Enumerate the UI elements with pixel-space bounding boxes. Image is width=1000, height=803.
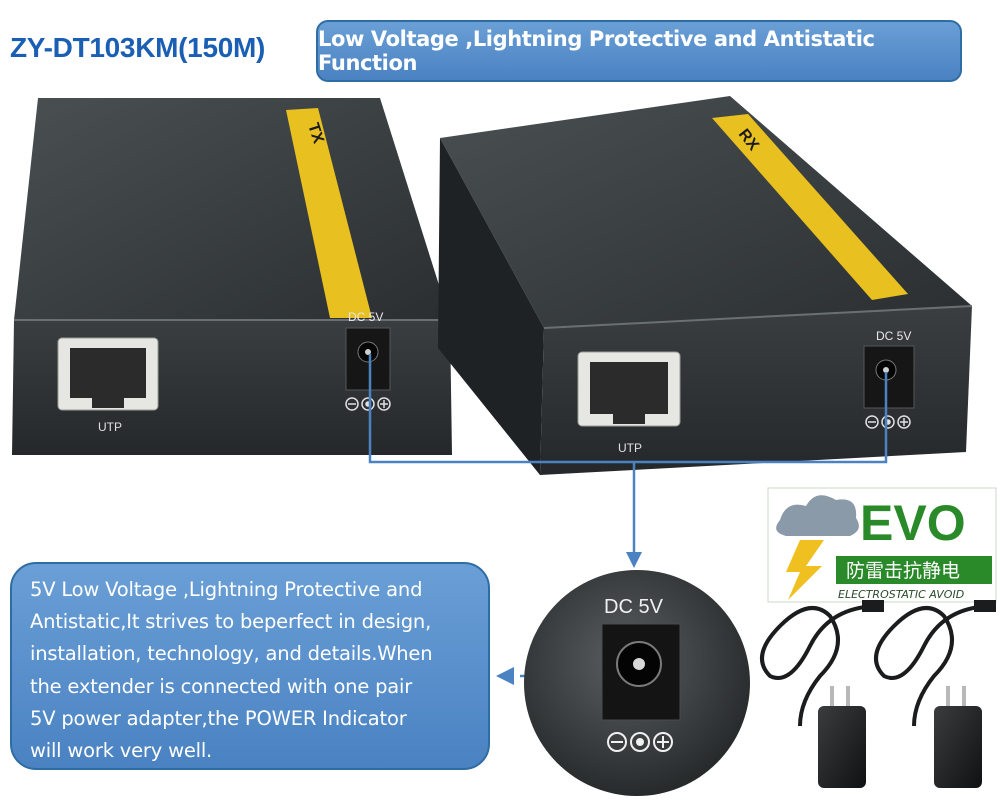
power-adapter-right <box>874 600 996 788</box>
description-line: 5V power adapter,the POWER Indicator <box>30 706 407 730</box>
feature-headline-text: Low Voltage ,Lightning Protective and An… <box>318 27 875 75</box>
description-line: the extender is connected with one pair <box>30 674 413 698</box>
evo-en-text: ELECTROSTATIC AVOID <box>838 588 964 601</box>
description-line: Antistatic,It strives to beperfect in de… <box>30 610 432 634</box>
tx-label-strip <box>286 108 372 318</box>
rx-extender-device: RX UTP DC 5V <box>438 96 973 475</box>
evo-cn-text: 防雷击抗静电 <box>846 560 960 582</box>
evo-badge: EVO 防雷击抗静电 ELECTROSTATIC AVOID <box>767 487 997 603</box>
description-line: will work very well. <box>30 739 213 763</box>
power-adapter-left <box>760 600 884 788</box>
tx-dc-label: DC 5V <box>348 310 383 324</box>
storm-cloud-icon <box>776 495 859 536</box>
tx-extender-device: TX UTP DC 5V <box>12 98 452 455</box>
evo-brand: EVO <box>860 495 966 551</box>
dc-jack-zoom: DC 5V <box>524 570 750 796</box>
zoom-polarity-icon <box>607 732 673 752</box>
lightning-bolt-icon <box>786 540 824 600</box>
model-title: ZY-DT103KM(150M) <box>10 32 266 63</box>
arrow-down-icon <box>626 552 642 568</box>
tx-utp-label: UTP <box>98 420 122 434</box>
rx-label-strip <box>712 114 908 300</box>
description-line: 5V Low Voltage ,Lightning Protective and <box>30 578 423 601</box>
feature-headline-banner: Low Voltage ,Lightning Protective and An… <box>316 20 962 82</box>
rx-utp-label: UTP <box>618 441 642 455</box>
tx-tag: TX <box>304 121 327 146</box>
arrow-left-icon <box>496 667 514 685</box>
description-line: installation, technology, and details.Wh… <box>30 642 433 666</box>
zoom-dc-label: DC 5V <box>604 596 664 618</box>
rx-polarity-icon <box>865 415 911 429</box>
description-callout: 5V Low Voltage ,Lightning Protective and… <box>10 562 490 770</box>
rx-dc-label: DC 5V <box>876 329 911 343</box>
